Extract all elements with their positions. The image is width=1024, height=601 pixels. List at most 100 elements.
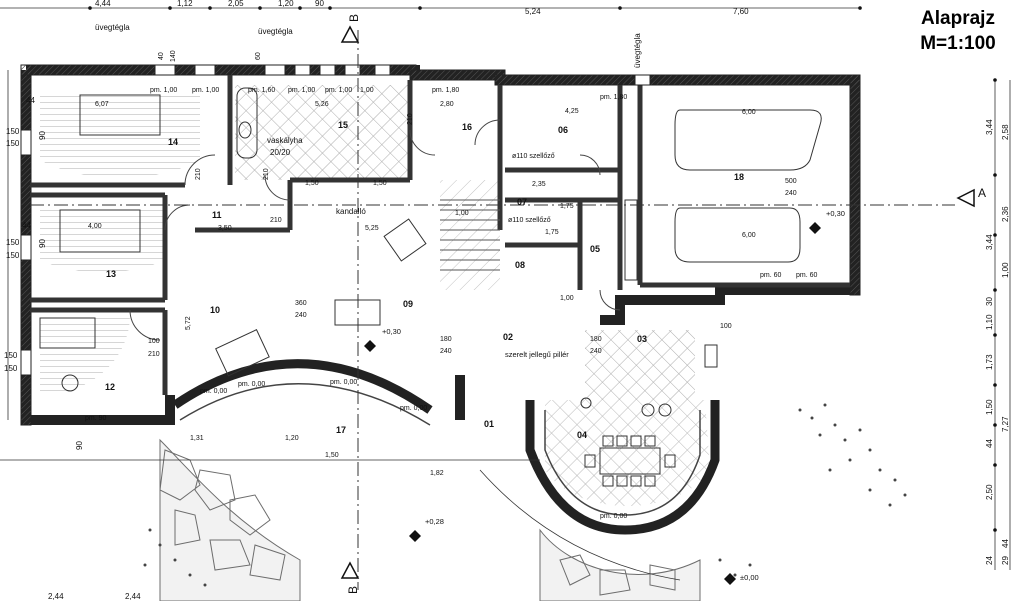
svg-text:90: 90 — [315, 0, 324, 8]
svg-text:1,50: 1,50 — [325, 452, 339, 459]
svg-text:4,44: 4,44 — [95, 0, 111, 8]
svg-text:140: 140 — [170, 50, 177, 62]
svg-text:6,00: 6,00 — [742, 109, 756, 116]
svg-text:29: 29 — [1001, 556, 1010, 565]
svg-text:1,50: 1,50 — [985, 399, 994, 415]
bed-14 — [79, 94, 161, 136]
room-11: 11 — [212, 210, 222, 220]
stair-hatch — [440, 180, 500, 290]
room-16: 16 — [462, 122, 472, 132]
svg-text:+0,28: +0,28 — [425, 517, 444, 526]
level-labels: +0,30 +0,30 +0,28 ±0,00 — [382, 209, 845, 582]
svg-text:1,20: 1,20 — [285, 435, 299, 442]
svg-text:pm. 1,80: pm. 1,80 — [600, 94, 627, 101]
pillar-label: szerelt jellegű pillér — [505, 350, 569, 359]
svg-text:100: 100 — [148, 338, 160, 345]
svg-text:1,12: 1,12 — [177, 0, 193, 8]
section-a-right: A — [978, 186, 986, 200]
svg-text:210: 210 — [407, 113, 414, 125]
svg-text:1,31: 1,31 — [190, 435, 204, 442]
bed-12 — [39, 317, 96, 349]
svg-text:5,24: 5,24 — [525, 7, 541, 16]
interior-dimension-labels: pm. 1,00 pm. 1,00 pm. 1,60 pm. 1,00 pm. … — [85, 50, 818, 520]
svg-text:4,25: 4,25 — [565, 108, 579, 115]
svg-text:1,75: 1,75 — [545, 229, 559, 236]
fireplace-label: kandalló — [336, 207, 366, 216]
top-dimension-labels: 4,44 1,12 2,05 1,20 90 5,24 7,60 — [95, 0, 749, 16]
terrace-tiles — [585, 330, 695, 400]
svg-text:210: 210 — [195, 168, 202, 180]
right-dimension-labels: 3,44 2,58 2,36 3,44 1,00 30 1,10 1,73 1,… — [985, 119, 1010, 565]
svg-text:90: 90 — [75, 441, 84, 450]
svg-text:1,75: 1,75 — [560, 203, 574, 210]
plan-title: Alaprajz — [921, 8, 995, 29]
svg-text:pm. 60: pm. 60 — [796, 272, 818, 279]
svg-text:2,35: 2,35 — [532, 181, 546, 188]
svg-text:100: 100 — [720, 323, 732, 330]
svg-text:24: 24 — [985, 556, 994, 565]
svg-text:210: 210 — [148, 351, 160, 358]
armchair-09 — [383, 218, 427, 262]
room-06: 06 — [558, 125, 568, 135]
section-b-top: B — [347, 14, 361, 22]
svg-text:5,72: 5,72 — [185, 316, 192, 330]
svg-text:4,00: 4,00 — [88, 223, 102, 230]
svg-text:pm. 1,00: pm. 1,00 — [150, 87, 177, 94]
svg-text:150: 150 — [6, 127, 20, 136]
room-14: 14 — [168, 137, 178, 147]
windows — [20, 64, 651, 376]
svg-text:1,73: 1,73 — [985, 354, 994, 370]
svg-text:6,00: 6,00 — [742, 232, 756, 239]
svg-text:30: 30 — [985, 297, 994, 306]
svg-text:150: 150 — [4, 364, 18, 373]
gravel-dots — [143, 403, 907, 587]
sink — [238, 121, 252, 139]
annotations: üvegtégla üvegtégla üvegtégla vaskályha … — [95, 23, 642, 359]
svg-text:2,44: 2,44 — [125, 592, 141, 601]
svg-text:210: 210 — [270, 217, 282, 224]
svg-text:2,05: 2,05 — [228, 0, 244, 8]
room-numbers: 14 13 12 11 10 15 16 06 07 08 05 09 02 0… — [105, 120, 744, 440]
svg-text:+0,30: +0,30 — [382, 327, 401, 336]
svg-text:500: 500 — [785, 178, 797, 185]
curved-walls — [172, 359, 720, 535]
svg-text:2,44: 2,44 — [48, 592, 64, 601]
svg-text:1,10: 1,10 — [985, 314, 994, 330]
svg-text:1,00: 1,00 — [1001, 262, 1010, 278]
svg-text:2,50: 2,50 — [985, 484, 994, 500]
svg-text:2,58: 2,58 — [1001, 124, 1010, 140]
room-04: 04 — [577, 430, 587, 440]
svg-text:240: 240 — [590, 348, 602, 355]
svg-text:pm. 0,00: pm. 0,00 — [400, 405, 427, 412]
room-01: 01 — [484, 419, 494, 429]
svg-text:5,26: 5,26 — [315, 101, 329, 108]
pillar-column — [704, 344, 718, 368]
svg-text:1,50: 1,50 — [305, 180, 319, 187]
dimension-lines — [0, 7, 1011, 581]
armchair-10 — [215, 329, 270, 377]
svg-text:40: 40 — [158, 52, 165, 60]
plan-scale: M=1:100 — [920, 33, 996, 54]
svg-text:150: 150 — [4, 351, 18, 360]
room-08: 08 — [515, 260, 525, 270]
svg-text:±0,00: ±0,00 — [740, 573, 759, 582]
chair-12 — [61, 374, 79, 392]
svg-text:44: 44 — [1001, 539, 1010, 548]
section-b-bottom: B — [346, 586, 360, 594]
bottom-dimension-labels: 2,44 2,44 — [48, 592, 141, 601]
svg-text:180: 180 — [440, 336, 452, 343]
svg-text:pm. 1,60: pm. 1,60 — [248, 87, 275, 94]
dining-terrace-tiles — [545, 400, 710, 507]
room-09: 09 — [403, 299, 413, 309]
bathtub — [236, 87, 258, 159]
svg-text:pm. 1,00: pm. 1,00 — [325, 87, 352, 94]
svg-text:180: 180 — [590, 336, 602, 343]
svg-text:pm. 0,00: pm. 0,00 — [330, 379, 357, 386]
room-02: 02 — [503, 332, 513, 342]
dining-chairs — [584, 435, 676, 487]
svg-text:5,25: 5,25 — [365, 225, 379, 232]
svg-text:150: 150 — [6, 238, 20, 247]
glass-brick-label-2: üvegtégla — [258, 27, 293, 36]
room-05: 05 — [590, 244, 600, 254]
svg-text:1,00: 1,00 — [560, 295, 574, 302]
